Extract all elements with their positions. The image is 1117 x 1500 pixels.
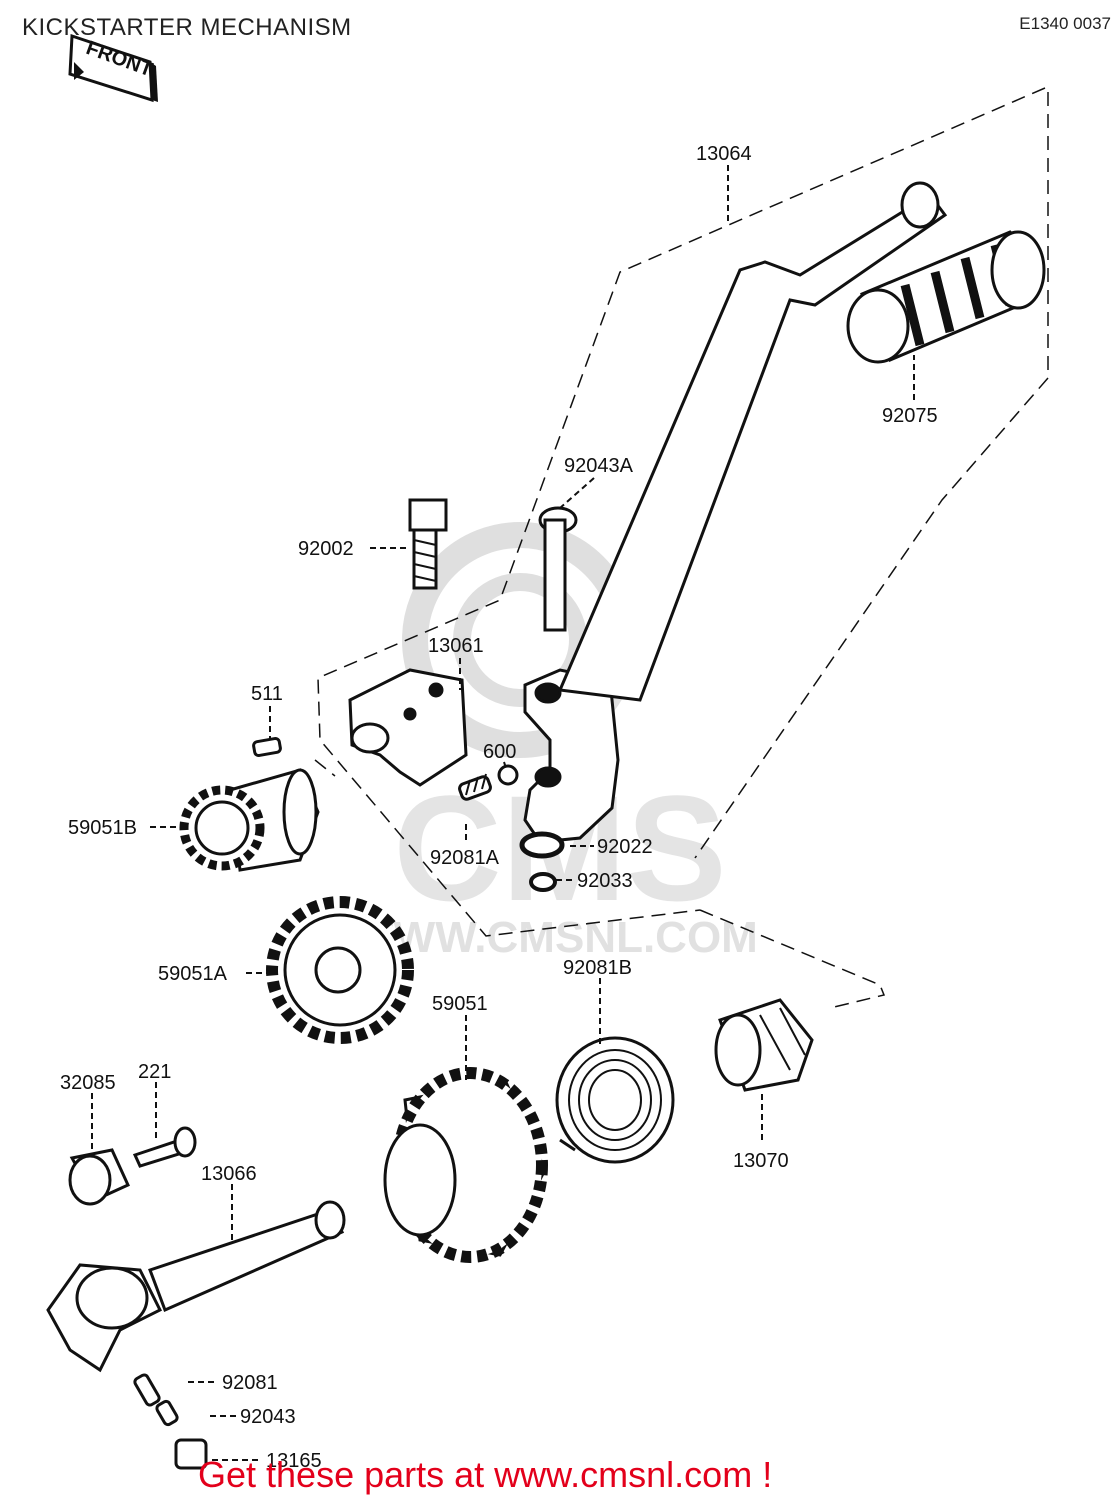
shaft-13066 xyxy=(46,1200,346,1373)
pin-511 xyxy=(252,736,282,758)
washer-92022 xyxy=(519,831,565,859)
watermark-url: WWW.CMSNL.COM xyxy=(352,913,758,962)
part-label-59051A: 59051A xyxy=(158,963,228,985)
clip-92033 xyxy=(529,872,557,892)
part-label-92043A: 92043A xyxy=(564,455,634,477)
ball-600 xyxy=(497,764,519,786)
collar-32085 xyxy=(68,1148,130,1206)
spring-92081 xyxy=(133,1373,161,1407)
spring-92081A xyxy=(458,773,492,801)
part-label-92033: 92033 xyxy=(577,870,633,892)
part-labels: 13064 92075 92043A 92002 13061 511 600 5… xyxy=(60,143,938,1472)
diagram-code: E1340 0037 xyxy=(1019,14,1111,33)
plunger-13165 xyxy=(174,1438,208,1470)
part-label-511: 511 xyxy=(251,683,283,705)
part-label-13061: 13061 xyxy=(428,635,484,657)
part-label-32085: 32085 xyxy=(60,1072,116,1094)
kick-lever-13064 xyxy=(523,181,948,844)
part-label-92081B: 92081B xyxy=(563,957,632,979)
part-label-92043: 92043 xyxy=(240,1406,296,1428)
pivot-bolt-92043A xyxy=(538,506,578,632)
gear-59051B xyxy=(179,768,320,872)
part-label-13070: 13070 xyxy=(733,1150,789,1172)
part-label-92075: 92075 xyxy=(882,405,938,427)
part-label-600: 600 xyxy=(483,741,516,763)
assembly-outline xyxy=(314,87,1049,1009)
part-label-13064: 13064 xyxy=(696,143,752,165)
promo-link[interactable]: Get these parts at www.cmsnl.com ! xyxy=(198,1454,773,1495)
leader-lines xyxy=(91,165,915,1461)
part-label-92081A: 92081A xyxy=(430,847,500,869)
gear-59051 xyxy=(383,1067,548,1263)
part-label-92022: 92022 xyxy=(597,836,653,858)
part-label-59051: 59051 xyxy=(432,993,488,1015)
part-label-92081: 92081 xyxy=(222,1372,278,1394)
guide-13070 xyxy=(714,998,814,1092)
screw-221 xyxy=(132,1126,197,1168)
part-label-13066: 13066 xyxy=(201,1163,257,1185)
bolt-92002 xyxy=(408,498,448,590)
part-label-13165: 13165 xyxy=(266,1450,322,1472)
spring-92081B xyxy=(555,1036,675,1164)
front-arrow-badge: FRONT xyxy=(68,33,158,103)
part-label-59051B: 59051B xyxy=(68,817,137,839)
part-label-221: 221 xyxy=(138,1061,171,1083)
part-label-92002: 92002 xyxy=(298,538,354,560)
clamp-block-13061 xyxy=(348,668,468,787)
grip-rubber-92075 xyxy=(846,230,1046,364)
pin-92043 xyxy=(155,1399,179,1427)
gear-59051A xyxy=(266,896,414,1044)
